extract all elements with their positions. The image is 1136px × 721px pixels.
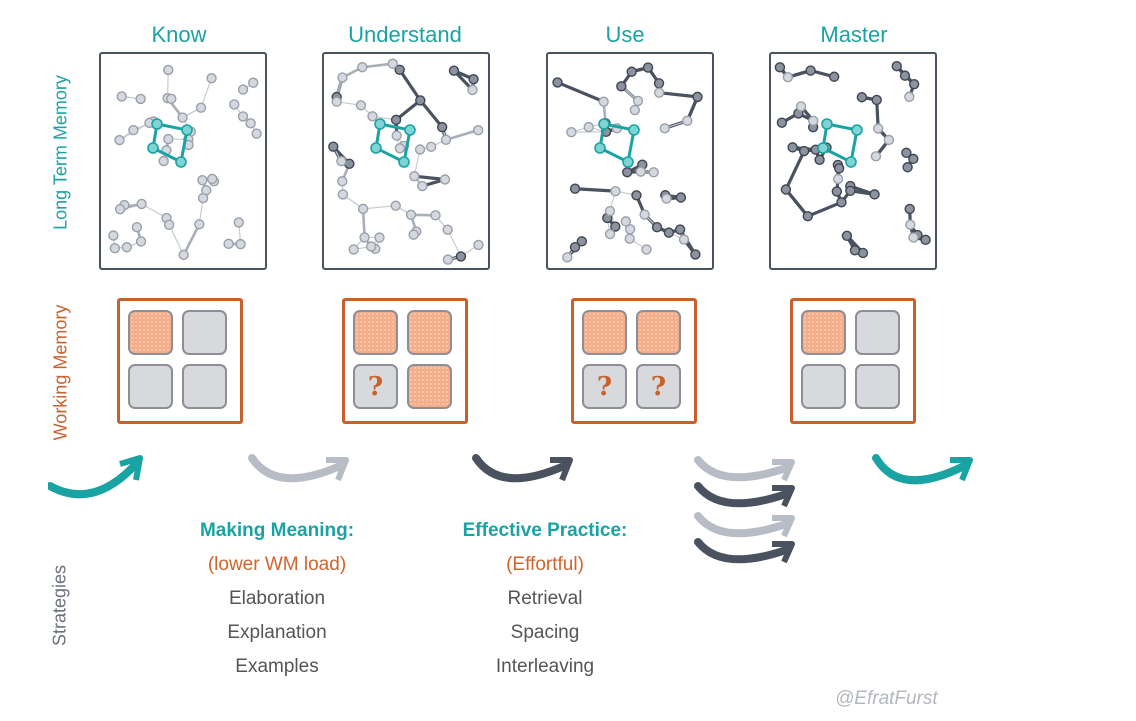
memory-slot-filled: [582, 310, 627, 355]
ltm-network-know: [99, 52, 267, 270]
memory-slot-question: ?: [582, 364, 627, 409]
memory-slot-empty: [855, 310, 900, 355]
memory-slot-empty: [182, 364, 227, 409]
memory-slot-filled: [353, 310, 398, 355]
ltm-network-use: [546, 52, 714, 270]
question-mark: ?: [638, 366, 679, 407]
network-diagram: [771, 54, 935, 268]
memory-slot-filled: [801, 310, 846, 355]
stage-title-master: Master: [754, 22, 954, 48]
memory-slot-filled: [407, 310, 452, 355]
ltm-network-master: [769, 52, 937, 270]
arrow-teal-2: [870, 452, 980, 504]
strategy-item: Examples: [162, 650, 392, 684]
network-diagram: [548, 54, 712, 268]
memory-slot-empty: [128, 364, 173, 409]
strategy-heading: Making Meaning:: [162, 514, 392, 548]
memory-slot-empty: [182, 310, 227, 355]
ltm-network-understand: [322, 52, 490, 270]
working-memory-understand: ?: [342, 298, 468, 424]
memory-slot-question: ?: [353, 364, 398, 409]
working-memory-know: [117, 298, 243, 424]
stage-title-understand: Understand: [305, 22, 505, 48]
working-memory-use: ??: [571, 298, 697, 424]
memory-slot-empty: [855, 364, 900, 409]
strategy-subheading: (Effortful): [430, 548, 660, 582]
stage-title-use: Use: [525, 22, 725, 48]
strategy-item: Spacing: [430, 616, 660, 650]
network-diagram: [324, 54, 488, 268]
arrow-light-1: [246, 452, 356, 504]
strategy-item: Explanation: [162, 616, 392, 650]
strategy-effective-practice: Effective Practice: (Effortful) Retrieva…: [430, 514, 660, 684]
strategies-label: Strategies: [50, 556, 71, 656]
memory-slot-empty: [801, 364, 846, 409]
arrow-dark-1: [470, 452, 580, 504]
memory-slot-filled: [128, 310, 173, 355]
memory-slot-filled: [407, 364, 452, 409]
working-memory-master: [790, 298, 916, 424]
arrow-teal-1: [48, 452, 148, 504]
strategy-item: Retrieval: [430, 582, 660, 616]
working-memory-label: Working Memory: [51, 288, 72, 458]
question-mark: ?: [584, 366, 625, 407]
network-diagram: [101, 54, 265, 268]
strategy-item: Elaboration: [162, 582, 392, 616]
strategy-making-meaning: Making Meaning: (lower WM load) Elaborat…: [162, 514, 392, 684]
strategy-heading: Effective Practice:: [430, 514, 660, 548]
strategy-subheading: (lower WM load): [162, 548, 392, 582]
strategy-item: Interleaving: [430, 650, 660, 684]
long-term-memory-label: Long Term Memory: [51, 58, 72, 248]
arrow-dark-3: [692, 536, 802, 578]
memory-slot-question: ?: [636, 364, 681, 409]
stage-title-know: Know: [79, 22, 279, 48]
question-mark: ?: [355, 366, 396, 407]
memory-slot-filled: [636, 310, 681, 355]
author-credit: @EfratFurst: [835, 688, 938, 710]
